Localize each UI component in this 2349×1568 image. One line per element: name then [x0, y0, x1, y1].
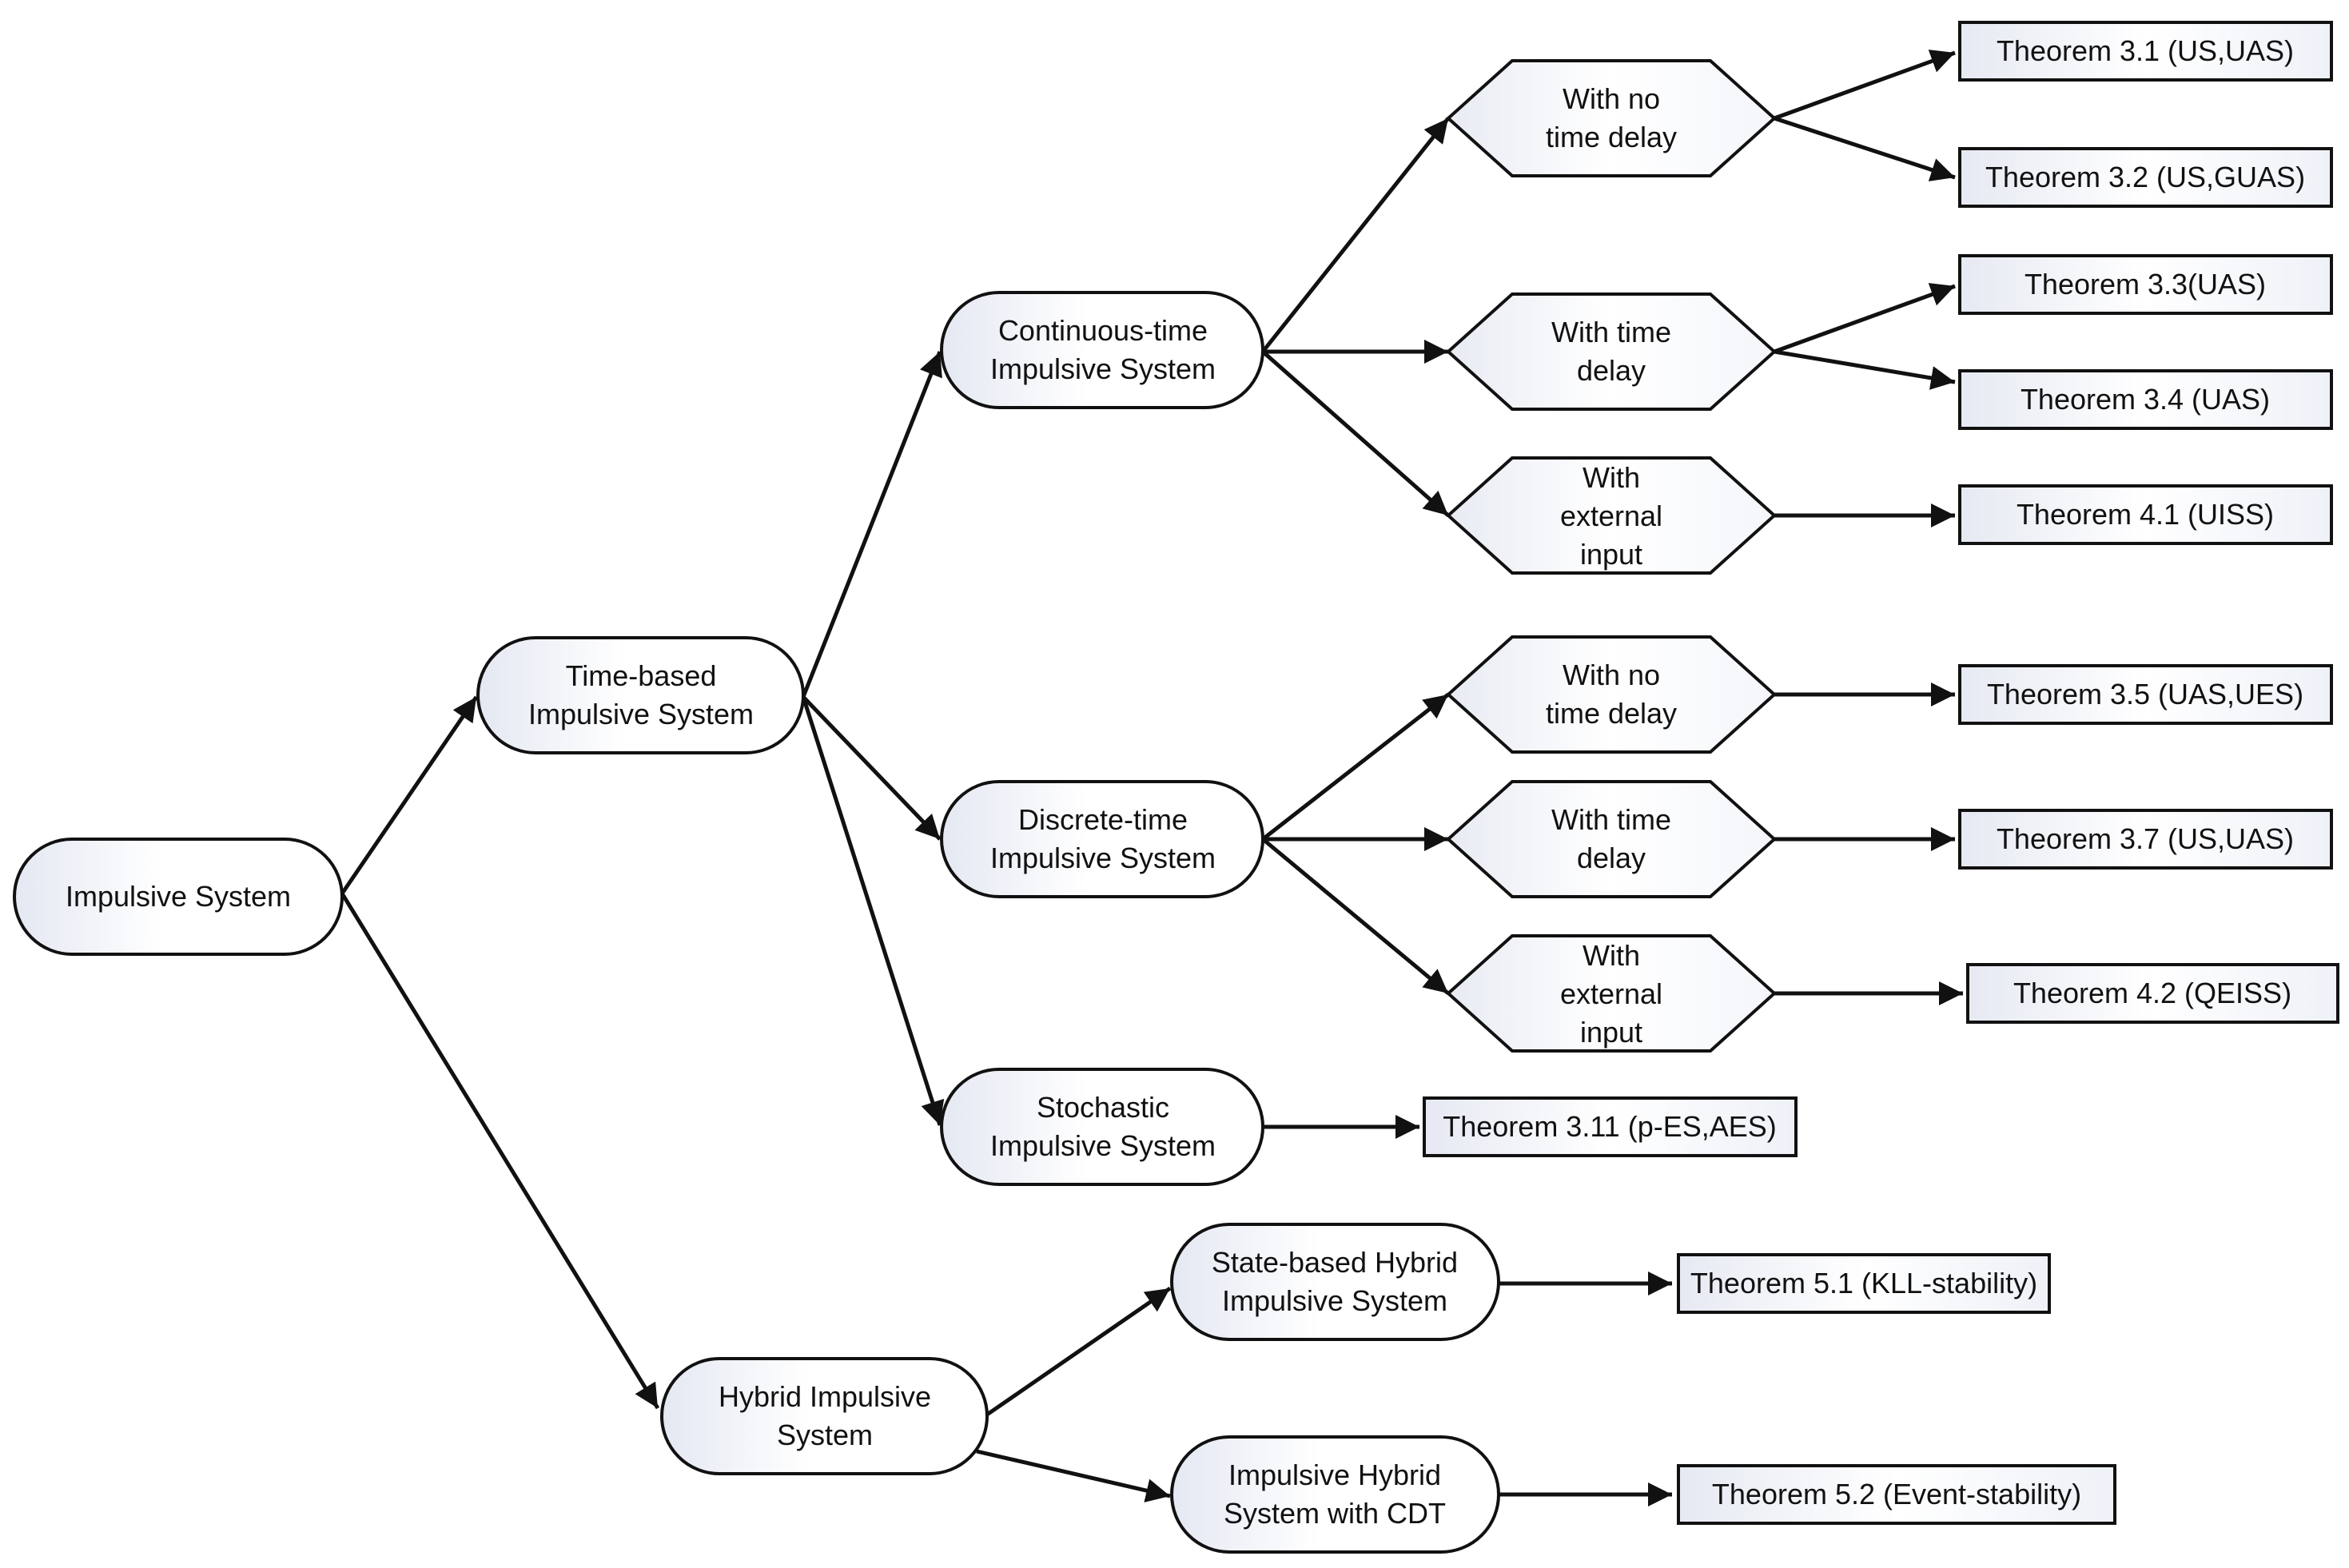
node-label: Time-based	[566, 659, 717, 692]
node-label: Impulsive System	[66, 880, 291, 913]
node-label: time delay	[1546, 697, 1677, 730]
theorem-3-11[interactable]: Theorem 3.11 (p-ES,AES)	[1423, 1096, 1798, 1157]
edge-continuous-to-nodelay	[1261, 117, 1450, 353]
node-continuous-time[interactable]: Continuous-time Impulsive System	[940, 291, 1264, 409]
node-dt-external-input[interactable]: With external input	[1446, 934, 1777, 1053]
node-dt-no-delay[interactable]: With no time delay	[1446, 635, 1777, 754]
node-label: Continuous-time	[998, 314, 1208, 347]
edge-impulsive-to-hybrid	[340, 892, 660, 1410]
node-label: Impulsive System	[528, 698, 754, 730]
edge-continuous-to-external	[1261, 350, 1450, 517]
theorem-label: Theorem 3.3(UAS)	[2025, 268, 2266, 300]
node-dt-time-delay[interactable]: With time delay	[1446, 780, 1777, 898]
node-label: State-based Hybrid	[1212, 1246, 1458, 1279]
node-label: Impulsive System	[990, 1129, 1216, 1162]
node-label: external	[1560, 977, 1662, 1010]
node-state-based-hybrid[interactable]: State-based Hybrid Impulsive System	[1170, 1223, 1500, 1341]
node-label: Discrete-time	[1018, 803, 1188, 836]
edges	[340, 50, 1963, 1506]
theorem-3-7[interactable]: Theorem 3.7 (US,UAS)	[1958, 809, 2333, 870]
theorem-label: Theorem 3.5 (UAS,UES)	[1987, 678, 2303, 710]
node-discrete-time[interactable]: Discrete-time Impulsive System	[940, 780, 1264, 898]
node-impulsive-hybrid-cdt[interactable]: Impulsive Hybrid System with CDT	[1170, 1435, 1500, 1554]
theorem-label: Theorem 3.11 (p-ES,AES)	[1443, 1110, 1777, 1143]
edge-ct-timedelay-to-t34	[1774, 349, 1956, 390]
theorem-label: Theorem 3.1 (US,UAS)	[1997, 34, 2294, 67]
node-label: Impulsive System	[1222, 1284, 1447, 1317]
node-ct-no-delay[interactable]: With no time delay	[1446, 59, 1777, 177]
node-label: With	[1583, 461, 1640, 494]
edge-hybrid-to-statebased	[985, 1286, 1172, 1417]
theorem-label: Theorem 3.2 (US,GUAS)	[1985, 161, 2305, 193]
node-stochastic[interactable]: Stochastic Impulsive System	[940, 1068, 1264, 1186]
theorem-label: Theorem 5.1 (KLL-stability)	[1690, 1267, 2037, 1299]
node-label: With	[1583, 939, 1640, 972]
node-label: delay	[1577, 354, 1646, 387]
node-label: time delay	[1546, 121, 1677, 153]
theorem-5-2[interactable]: Theorem 5.2 (Event-stability)	[1677, 1464, 2116, 1525]
node-label: external	[1560, 499, 1662, 532]
node-label: With time	[1551, 803, 1671, 836]
edge-ct-nodelay-to-t32	[1774, 116, 1956, 181]
node-label: input	[1580, 538, 1642, 571]
node-time-based[interactable]: Time-based Impulsive System	[476, 636, 805, 754]
edge-timebased-to-stochastic	[801, 696, 945, 1126]
edge-timebased-to-continuous	[801, 351, 942, 698]
theorem-3-5[interactable]: Theorem 3.5 (UAS,UES)	[1958, 664, 2333, 725]
theorem-3-2[interactable]: Theorem 3.2 (US,GUAS)	[1958, 147, 2333, 208]
theorem-3-4[interactable]: Theorem 3.4 (UAS)	[1958, 369, 2333, 430]
node-ct-time-delay[interactable]: With time delay	[1446, 293, 1777, 411]
node-label: Hybrid Impulsive	[719, 1380, 931, 1413]
node-label: With no	[1563, 659, 1660, 691]
edge-discrete-to-external	[1261, 838, 1450, 995]
node-ct-external-input[interactable]: With external input	[1446, 456, 1777, 575]
node-impulsive-system[interactable]: Impulsive System	[13, 838, 344, 956]
theorem-label: Theorem 3.4 (UAS)	[2021, 383, 2270, 416]
theorem-3-3[interactable]: Theorem 3.3(UAS)	[1958, 254, 2333, 315]
theorem-4-1[interactable]: Theorem 4.1 (UISS)	[1958, 484, 2333, 545]
edge-ct-timedelay-to-t33	[1774, 283, 1956, 354]
theorem-3-1[interactable]: Theorem 3.1 (US,UAS)	[1958, 21, 2333, 82]
edge-ct-nodelay-to-t31	[1774, 50, 1956, 121]
node-label: Impulsive System	[990, 352, 1216, 385]
theorem-label: Theorem 4.1 (UISS)	[2017, 498, 2274, 531]
node-label: Impulsive Hybrid	[1228, 1459, 1441, 1491]
node-label: System with CDT	[1224, 1497, 1446, 1530]
edge-hybrid-to-cdt	[976, 1449, 1171, 1502]
node-label: input	[1580, 1016, 1642, 1049]
node-label: System	[777, 1419, 873, 1451]
theorem-4-2[interactable]: Theorem 4.2 (QEISS)	[1966, 963, 2339, 1024]
node-label: With time	[1551, 316, 1671, 348]
edge-impulsive-to-timebased	[340, 695, 479, 895]
node-hybrid-impulsive[interactable]: Hybrid Impulsive System	[660, 1357, 989, 1475]
theorem-label: Theorem 3.7 (US,UAS)	[1997, 822, 2294, 855]
theorem-label: Theorem 4.2 (QEISS)	[2013, 977, 2291, 1009]
node-label: With no	[1563, 82, 1660, 115]
edge-discrete-to-nodelay	[1261, 693, 1450, 841]
theorem-label: Theorem 5.2 (Event-stability)	[1712, 1478, 2081, 1510]
node-label: Impulsive System	[990, 842, 1216, 874]
theorem-5-1[interactable]: Theorem 5.1 (KLL-stability)	[1677, 1253, 2051, 1314]
edge-timebased-to-discrete	[802, 695, 942, 841]
node-label: delay	[1577, 842, 1646, 874]
node-label: Stochastic	[1037, 1091, 1169, 1124]
